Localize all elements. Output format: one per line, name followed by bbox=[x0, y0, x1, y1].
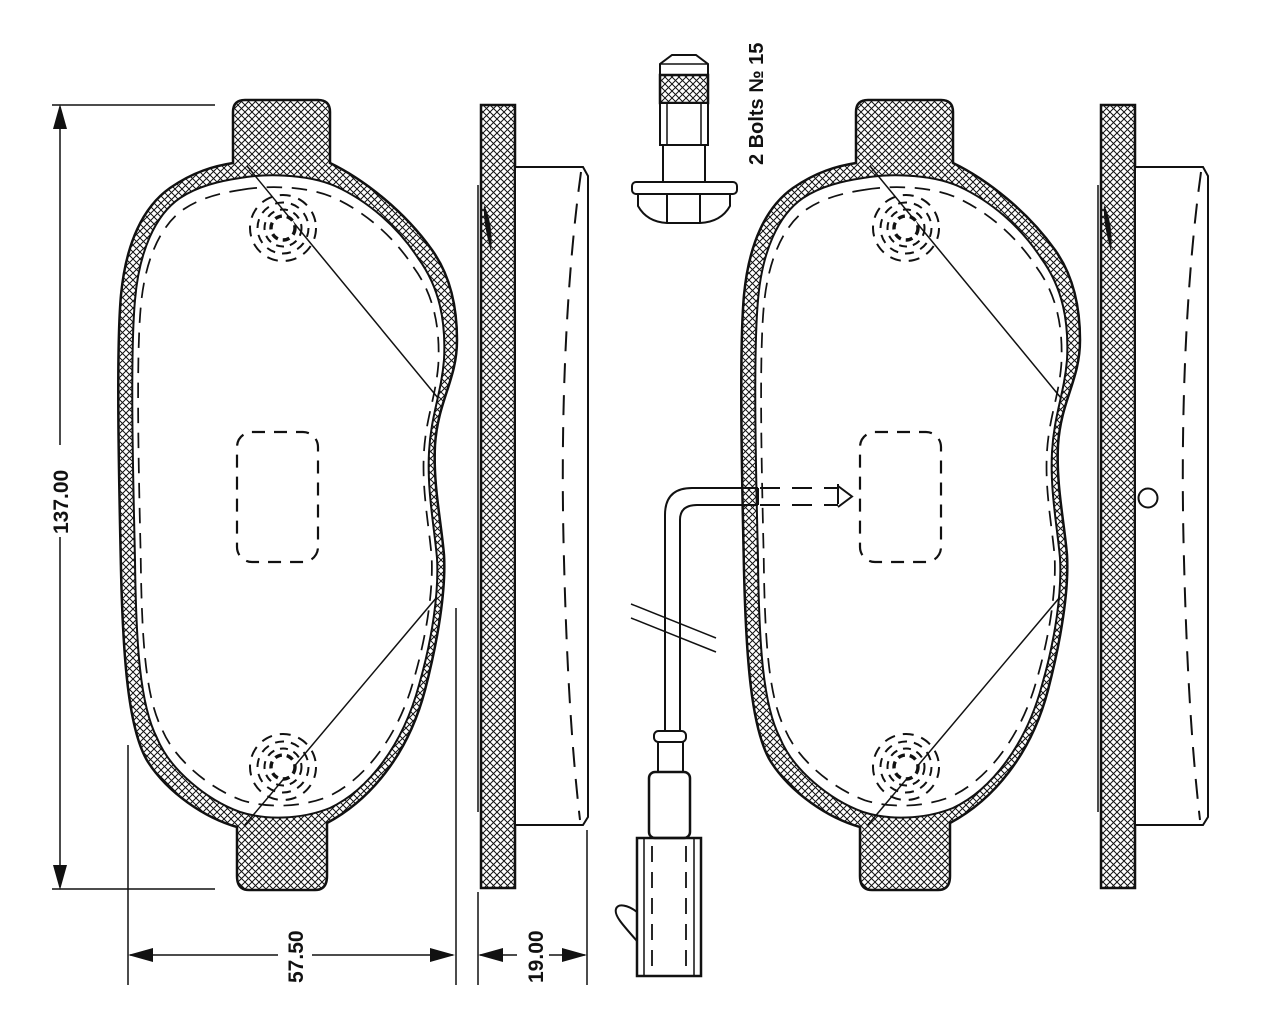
sensor-tip-point bbox=[837, 485, 854, 508]
connector-latch bbox=[614, 904, 638, 942]
left-pad-edge-view bbox=[476, 103, 590, 890]
wear-sensor-illustration bbox=[614, 484, 854, 978]
dimension-thickness: 19.00 bbox=[477, 830, 588, 985]
sensor-tip-hidden-outline bbox=[760, 484, 839, 509]
right-pad-edge-view bbox=[1096, 103, 1210, 890]
width-dim-label: 57.50 bbox=[285, 930, 308, 983]
right-pad-front-view bbox=[741, 100, 1080, 890]
left-pad-front-view bbox=[118, 100, 457, 890]
sensor-connector bbox=[614, 730, 703, 978]
dimension-height: 137.00 bbox=[50, 104, 215, 890]
thickness-dim-label: 19.00 bbox=[525, 930, 548, 983]
height-dim-label: 137.00 bbox=[50, 470, 73, 534]
bolt-thread-lock-band bbox=[658, 73, 710, 105]
bolt-flange bbox=[631, 181, 738, 195]
bolt-hex-head bbox=[637, 193, 731, 224]
bolt-illustration bbox=[631, 54, 738, 224]
dimension-width: 57.50 bbox=[127, 608, 457, 985]
wire-break-mark bbox=[630, 603, 717, 639]
bolt-note-label: 2 Bolts № 15 bbox=[746, 43, 768, 165]
sensor-hole bbox=[1137, 487, 1159, 509]
